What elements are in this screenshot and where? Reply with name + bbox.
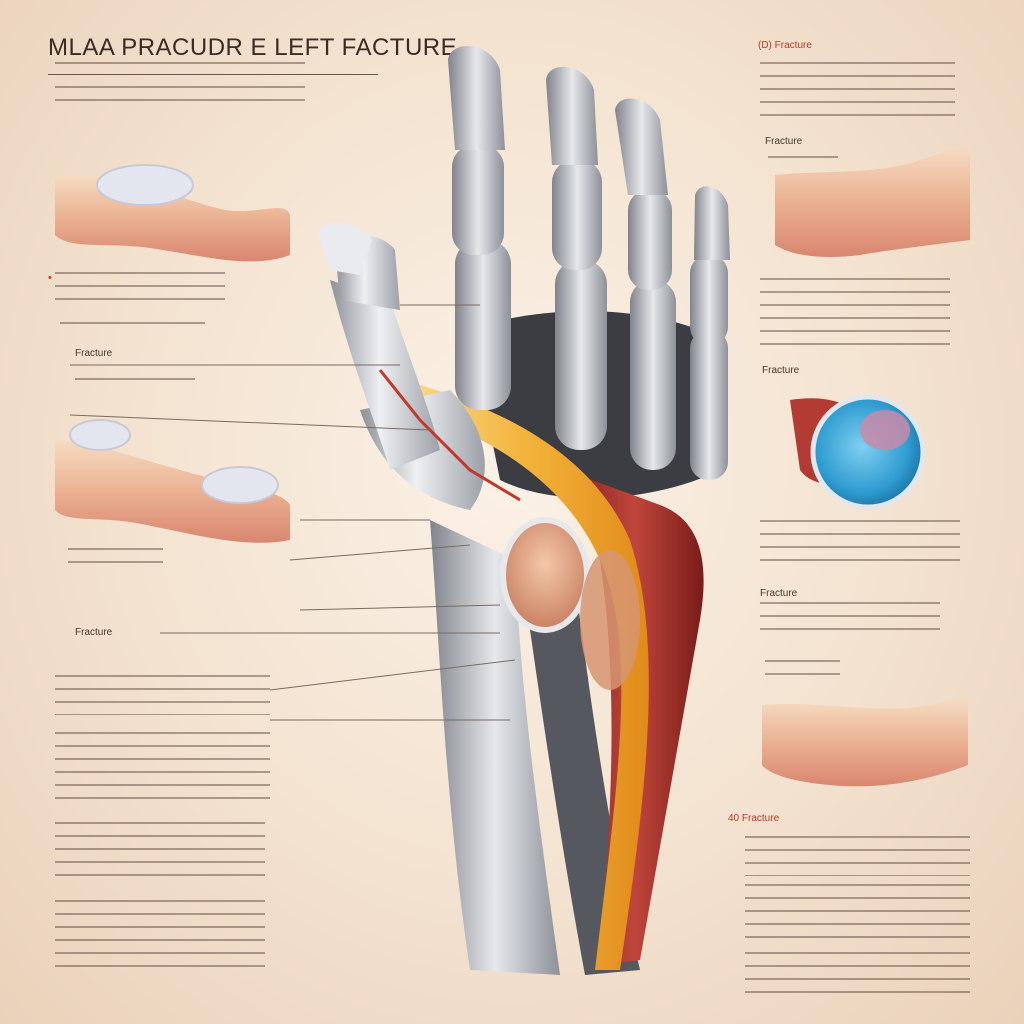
left-cartilage-1	[96, 164, 194, 206]
bullet-marker: •	[48, 272, 52, 284]
right-text-block-3	[760, 520, 960, 570]
left-tissue-sample-2	[55, 440, 290, 543]
little-metacarpal	[690, 330, 728, 480]
thumb-distal-phalanx	[318, 222, 372, 275]
radius-bone	[430, 520, 560, 975]
joint-capsule-ball	[810, 394, 926, 510]
ring-metacarpal	[630, 280, 676, 470]
flexor-tendon	[410, 385, 649, 970]
left-text-block-6	[55, 822, 265, 882]
left-cartilage-2a	[69, 419, 131, 451]
carpal-pad-2	[580, 550, 640, 690]
little-distal-phalanx	[694, 186, 730, 260]
left-text-block-1	[55, 272, 225, 306]
intro-text-block	[55, 86, 305, 108]
right-tissue-sample-3	[762, 699, 968, 787]
subtitle-text-block	[55, 62, 305, 72]
left-text-block-2	[75, 378, 195, 388]
left-text-block-5	[55, 732, 270, 807]
page-title: MLAA PRACUDR E LEFT FACTURE	[48, 34, 458, 61]
right-text-block-5	[765, 660, 840, 682]
right-text-block-8	[745, 952, 970, 997]
index-metacarpal	[455, 240, 511, 410]
middle-metacarpal	[555, 260, 607, 450]
carpal-pad	[500, 517, 590, 633]
joint-capsule-inner	[860, 410, 910, 450]
fracture-line	[378, 369, 521, 502]
title-rule	[48, 74, 378, 75]
middle-distal-phalanx	[546, 66, 598, 165]
left-text-block-7	[55, 900, 265, 975]
right-heading-3: Fracture	[760, 588, 798, 599]
index-proximal-phalanx	[452, 145, 504, 255]
little-proximal-phalanx	[690, 255, 728, 345]
right-text-block-7	[745, 884, 970, 944]
left-text-block-1b	[60, 322, 205, 332]
right-text-block-4	[760, 602, 940, 636]
right-text-block-1b	[768, 156, 838, 166]
left-heading-2: Fracture	[75, 627, 113, 638]
leader-lines	[69, 304, 516, 721]
right-text-block-6	[745, 836, 970, 876]
left-text-block-3	[68, 548, 163, 570]
left-cartilage-2b	[201, 466, 279, 504]
right-tissue-sample-1	[775, 145, 970, 257]
right-heading-4: 40 Fracture	[728, 813, 780, 824]
left-text-block-4	[55, 675, 270, 715]
right-heading-1: Fracture	[765, 136, 803, 147]
left-heading-1: Fracture	[75, 348, 113, 359]
ring-proximal-phalanx	[628, 190, 672, 290]
right-text-block-2	[760, 278, 950, 353]
right-text-block-1	[760, 62, 955, 122]
ring-distal-phalanx	[615, 98, 668, 195]
index-distal-phalanx	[448, 46, 505, 150]
middle-proximal-phalanx	[552, 160, 602, 270]
right-top-heading: (D) Fracture	[758, 40, 812, 51]
right-heading-2: Fracture	[762, 365, 800, 376]
